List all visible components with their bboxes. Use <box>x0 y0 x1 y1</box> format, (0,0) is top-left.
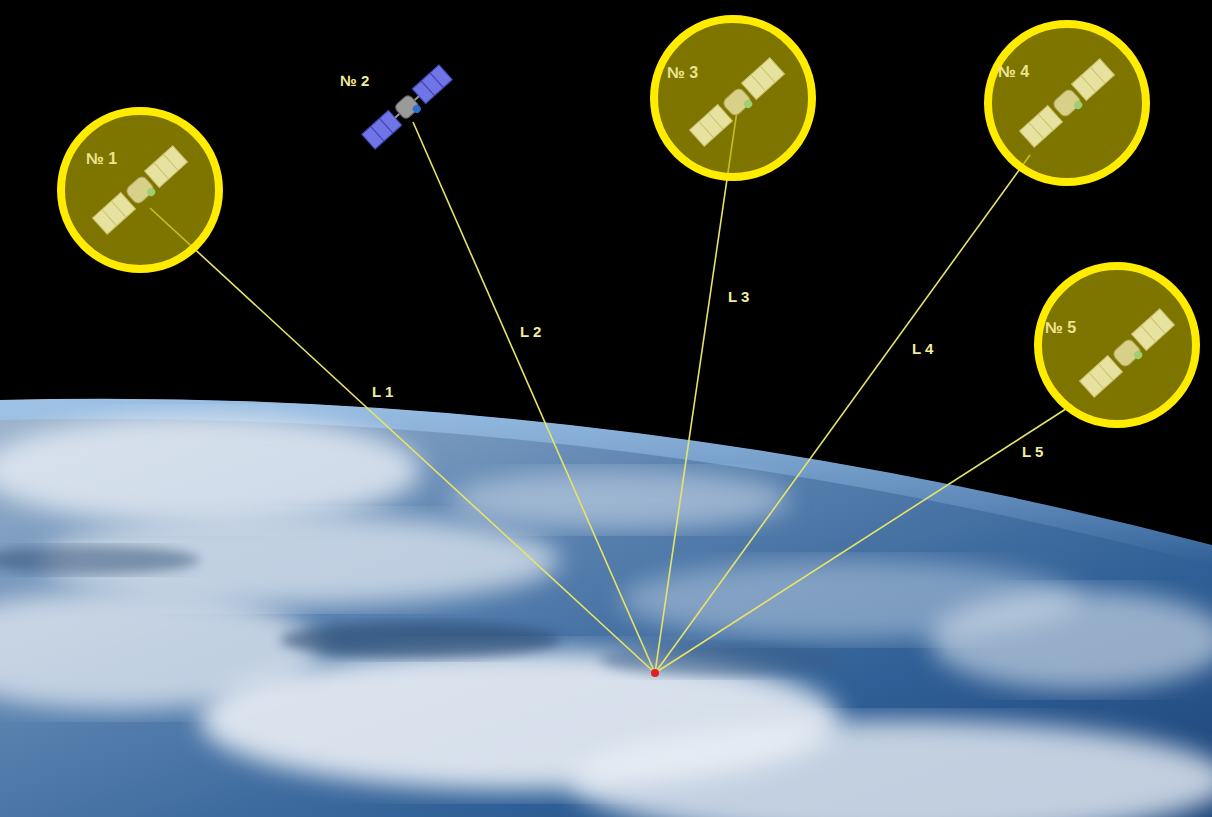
circle-outline <box>1033 261 1201 429</box>
range-label: L 5 <box>1022 443 1043 460</box>
satellite-number: № 4 <box>998 63 1029 81</box>
receiver-point <box>651 669 659 677</box>
satellite-number: № 5 <box>1045 319 1076 337</box>
range-line <box>655 104 738 673</box>
satellite-icon <box>1020 59 1116 149</box>
range-line <box>655 405 1072 673</box>
satellite-icon <box>1080 309 1176 399</box>
satellite-number: № 2 <box>340 72 369 89</box>
range-line <box>413 122 655 673</box>
satellite-number: № 3 <box>667 64 698 82</box>
circle-outline <box>983 19 1151 187</box>
circle-outline <box>56 106 224 274</box>
satellite-circle: № 5 <box>1033 261 1201 429</box>
satellite-icon <box>690 58 786 148</box>
satellite-circle: № 4 <box>983 19 1151 187</box>
satellite-number: № 1 <box>86 150 117 168</box>
range-label: L 1 <box>372 383 393 400</box>
satellite-circle: № 1 <box>56 106 224 274</box>
satellite-circle: № 3 <box>649 14 817 182</box>
range-label: L 4 <box>912 340 933 357</box>
range-lines <box>150 104 1072 673</box>
range-label: L 3 <box>728 288 749 305</box>
satellite-icon <box>362 65 454 151</box>
clouds <box>0 399 1212 817</box>
range-line <box>150 208 655 673</box>
range-label: L 2 <box>520 323 541 340</box>
circle-outline <box>649 14 817 182</box>
range-line <box>655 155 1030 673</box>
